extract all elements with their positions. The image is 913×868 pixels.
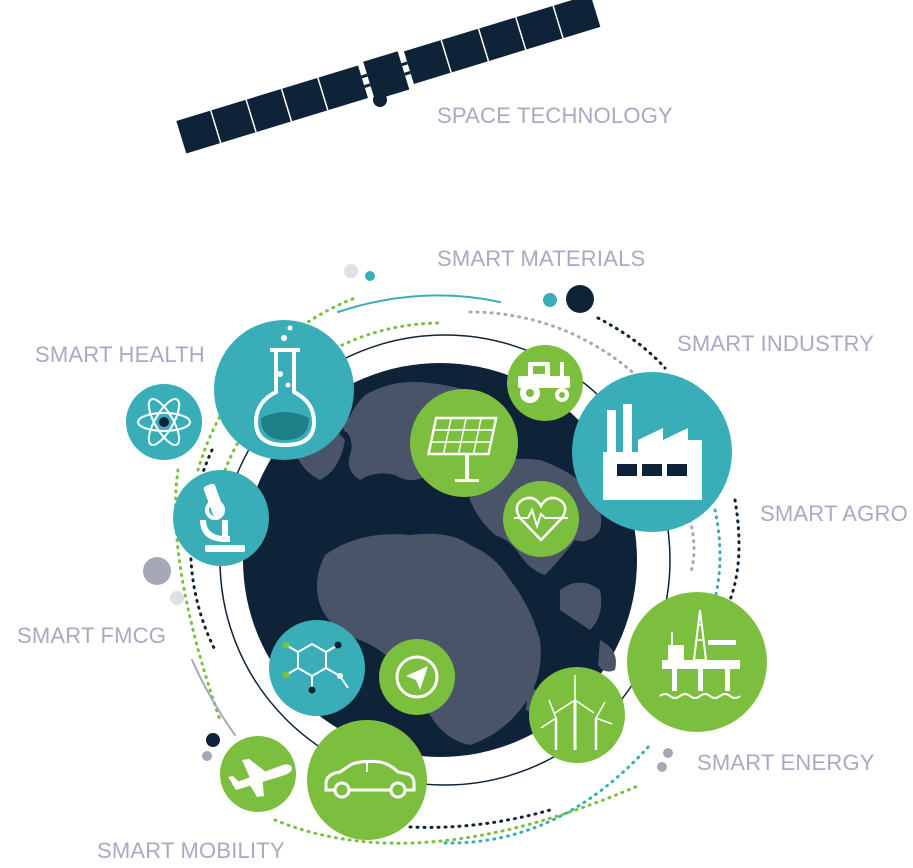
molecule-icon [269,620,365,716]
label-space-technology: SPACE TECHNOLOGY [437,103,673,128]
flask-icon [214,320,354,460]
microscope-icon [173,470,269,566]
label-smart-mobility: SMART MOBILITY [97,838,285,863]
compass-icon [379,639,455,715]
label-smart-fmcg: SMART FMCG [17,623,167,648]
label-smart-health: SMART HEALTH [35,342,205,367]
heart-pulse-icon [503,481,579,557]
satellite-icon [176,0,601,154]
oil-rig-icon [627,592,767,732]
label-smart-agro: SMART AGRO [760,501,908,526]
solar-panel-icon [410,389,518,497]
wind-turbine-icon [529,667,625,763]
factory-icon [572,372,732,532]
car-icon [307,720,427,840]
airplane-icon [220,736,296,812]
tractor-icon [507,345,583,421]
label-smart-materials: SMART MATERIALS [437,246,646,271]
label-smart-industry: SMART INDUSTRY [677,331,875,356]
label-smart-energy: SMART ENERGY [697,750,875,775]
accent-dots [143,264,673,772]
atom-icon [126,384,202,460]
